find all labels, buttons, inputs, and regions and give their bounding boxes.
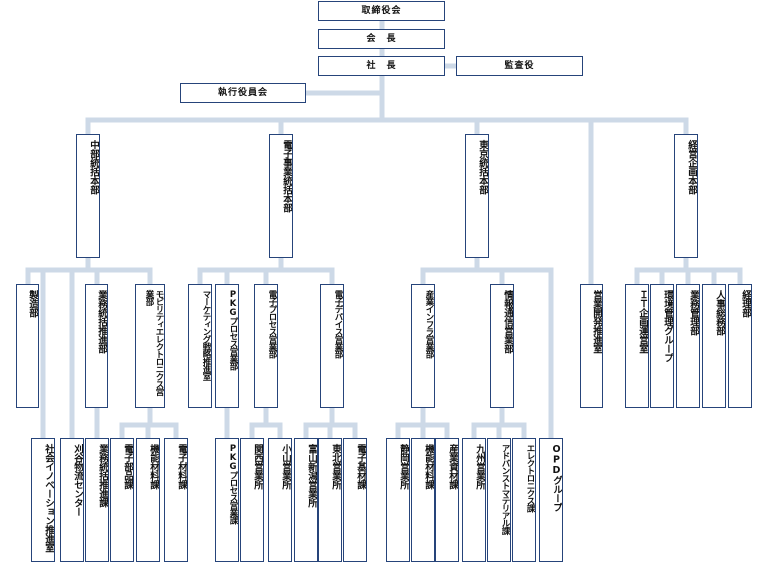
opd-group-box: OPDグループ (539, 438, 563, 562)
electronic-process-sales-dept-box: 電子プロセス営業部 (254, 284, 278, 408)
electronic-parts-section-box: 電子部品課 (110, 438, 134, 562)
social-innovation-office-box: 社会イノベーション推進室 (31, 438, 55, 562)
mobility-electronics-dept-box: モビリティエレクトロニクス営業部 (135, 284, 165, 408)
advanced-material-section-box: アドバンストマテリアル課 (487, 438, 511, 562)
sales-development-office-box: 営業開発推進室 (580, 284, 603, 408)
business-promotion-dept-box: 業務統括推進部 (85, 284, 108, 408)
tohoku-office-box: 東北営業所 (318, 438, 342, 562)
president-box: 社 長 (318, 56, 445, 76)
industrial-infra-sales-dept-box: 産業インフラ営業部 (411, 284, 435, 408)
electronics-division-box: 電子事業統括本部 (269, 134, 293, 258)
business-management-dept-box: 業務管理部 (676, 284, 700, 408)
kansai-office-box: 関西営業所 (240, 438, 264, 562)
functional-materials-section-tokyo-box: 機能材料課 (411, 438, 435, 562)
tokyo-division-box: 東京統括本部 (465, 134, 489, 258)
toyama-niigata-office-box: 富山新潟営業所 (294, 438, 318, 562)
hr-general-affairs-dept-box: 人事総務部 (702, 284, 726, 408)
board-of-directors-box: 取締役会 (318, 1, 445, 21)
ict-sales-dept-box: 情報通信営業部 (490, 284, 514, 408)
industrial-materials-section-box: 産業資材課 (435, 438, 459, 562)
oyama-office-box: 小山営業所 (268, 438, 292, 562)
planning-division-box: 経営企画本部 (674, 134, 698, 258)
electronic-device-sales-dept-box: 電子デバイス営業部 (320, 284, 344, 408)
environment-management-group-box: 環境管理グループ (650, 284, 674, 408)
executive-committee-box: 執行役員会 (180, 83, 306, 103)
chairman-box: 会 長 (318, 29, 445, 49)
marketing-strategy-office-box: マーケティング戦略推進室 (188, 284, 212, 408)
pkg-process-sales-section-box: PKGプロセス営業課 (215, 438, 239, 562)
pkg-process-sales-dept-box: PKGプロセス営業部 (215, 284, 239, 408)
kariya-logistics-center-box: 刈谷物流センター (60, 438, 84, 562)
shizuoka-office-box: 静岡営業所 (386, 438, 410, 562)
accounting-dept-box: 経理部 (728, 284, 752, 408)
functional-materials-section-box: 機能材料課 (136, 438, 160, 562)
business-promotion-section-box: 業務統括推進課 (85, 438, 109, 562)
electronics-section-box: エレクトロニクス課 (512, 438, 536, 562)
kyushu-office-box: 九州営業所 (462, 438, 486, 562)
electronic-substrate-section-box: 電子基材課 (343, 438, 367, 562)
electronic-materials-section-box: 電子材料課 (164, 438, 188, 562)
manufacturing-dept-box: 製造部 (16, 284, 39, 408)
chubu-division-box: 中部統括本部 (76, 134, 100, 258)
it-planning-office-box: ＩＴ企画運営室 (625, 284, 649, 408)
audit-board-box: 監査役 (456, 56, 583, 76)
